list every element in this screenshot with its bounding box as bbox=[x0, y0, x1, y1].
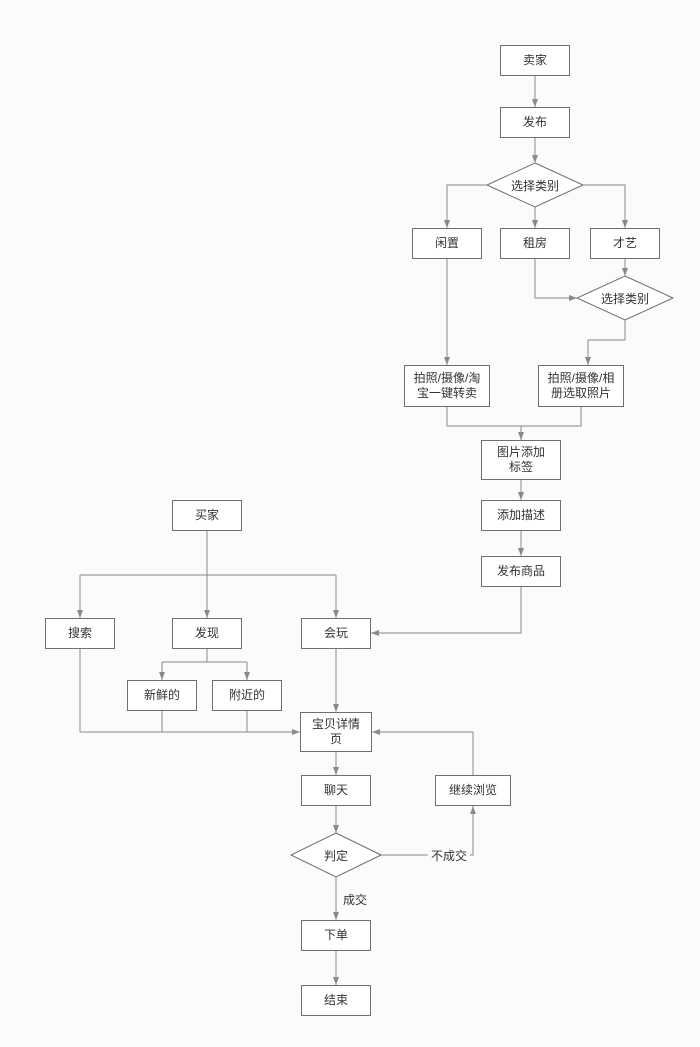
node-order: 下单 bbox=[301, 920, 371, 951]
node-photo-resell: 拍照/摄像/淘 宝一键转卖 bbox=[404, 365, 490, 407]
edge-continue-item-detail bbox=[372, 729, 474, 775]
edge-photo-resell-add-tags bbox=[446, 407, 524, 440]
node-search: 搜索 bbox=[45, 618, 115, 649]
node-add-tags: 图片添加 标签 bbox=[481, 440, 561, 480]
node-fresh: 新鲜的 bbox=[127, 680, 197, 711]
node-rent: 租房 bbox=[500, 228, 570, 259]
node-nearby: 附近的 bbox=[212, 680, 282, 711]
edge-label-deal: 成交 bbox=[340, 891, 371, 908]
edge-choose1-talent bbox=[583, 184, 628, 228]
edge-choose2-photo-album bbox=[585, 320, 626, 365]
edge-publish-item-fun bbox=[371, 587, 522, 636]
node-chat: 聊天 bbox=[301, 775, 371, 806]
edge-label-no-deal: 不成交 bbox=[428, 847, 471, 864]
node-discover: 发现 bbox=[172, 618, 242, 649]
node-publish-item: 发布商品 bbox=[481, 556, 561, 587]
node-item-detail: 宝贝详情 页 bbox=[300, 712, 372, 752]
diamond-choose-category-2 bbox=[575, 275, 675, 321]
node-idle: 闲置 bbox=[412, 228, 482, 259]
node-seller: 卖家 bbox=[500, 45, 570, 76]
node-continue-browse: 继续浏览 bbox=[435, 775, 511, 806]
node-buyer: 买家 bbox=[172, 500, 242, 531]
edge-photo-album-join bbox=[521, 407, 582, 427]
diamond-label-choose-category-1: 选择类别 bbox=[510, 178, 559, 193]
node-talent: 才艺 bbox=[590, 228, 660, 259]
edge-judge-continue bbox=[381, 806, 476, 856]
diamond-label-choose-category-2: 选择类别 bbox=[600, 291, 649, 306]
diamond-label-judge: 判定 bbox=[323, 848, 348, 863]
node-publish: 发布 bbox=[500, 107, 570, 138]
diamond-choose-category-1 bbox=[485, 162, 585, 208]
node-fun: 会玩 bbox=[301, 618, 371, 649]
edge-search-item-detail bbox=[79, 649, 300, 735]
edge-choose1-idle bbox=[444, 184, 487, 228]
node-photo-album: 拍照/摄像/相 册选取照片 bbox=[538, 365, 624, 407]
diamond-judge bbox=[289, 832, 383, 878]
edge-rent-choose2 bbox=[534, 259, 577, 301]
node-add-desc: 添加描述 bbox=[481, 500, 561, 531]
node-end: 结束 bbox=[301, 985, 371, 1016]
